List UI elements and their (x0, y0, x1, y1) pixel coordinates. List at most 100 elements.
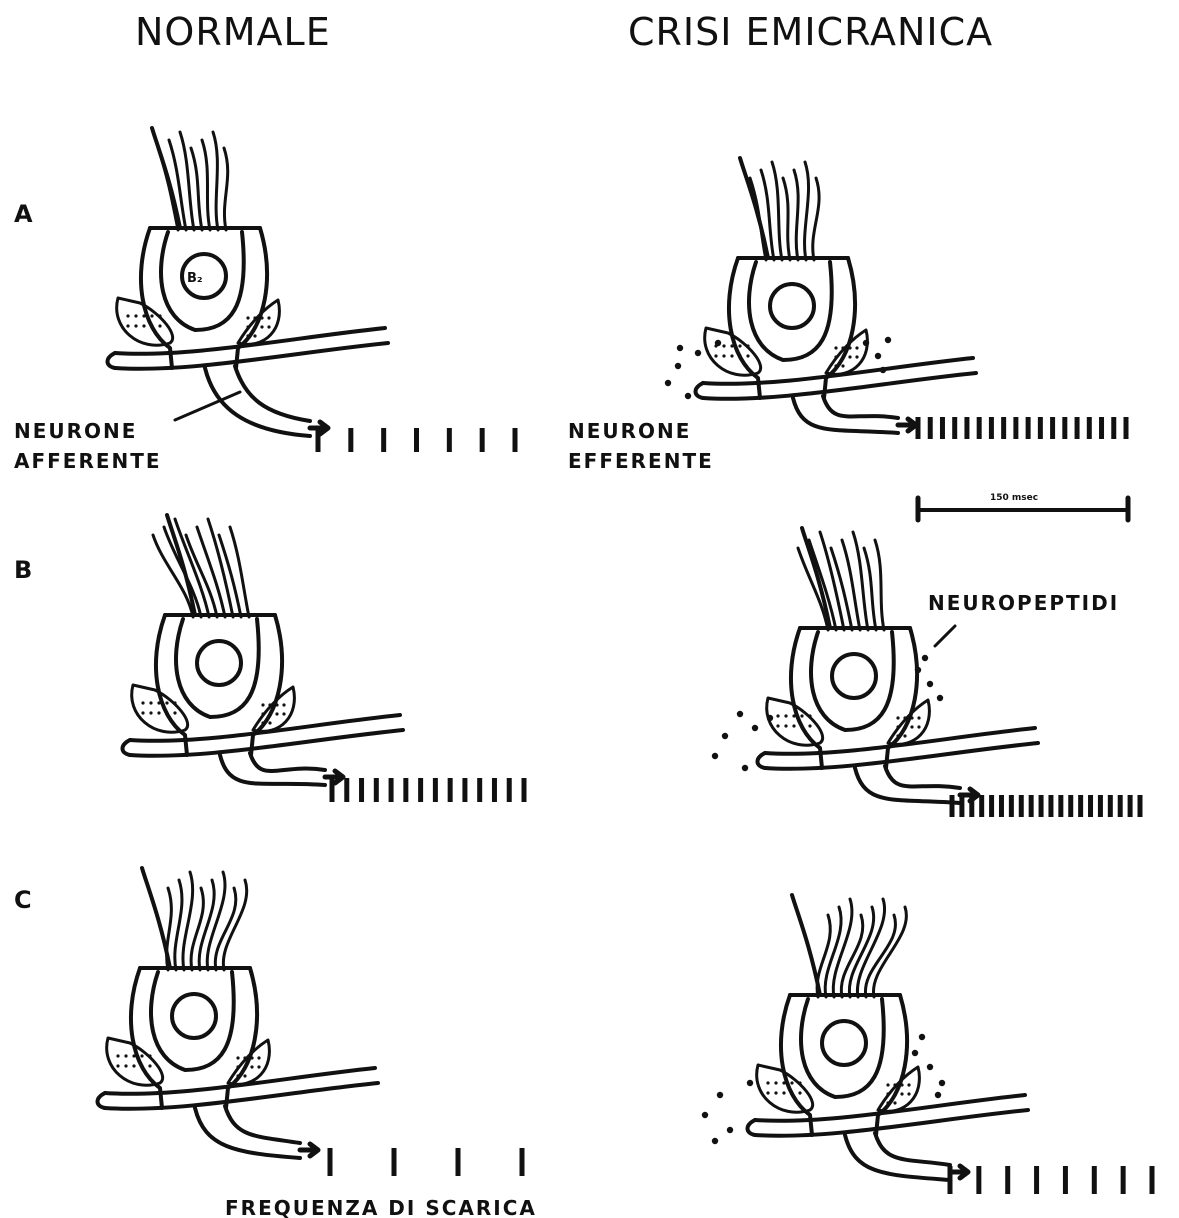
kinocilium (142, 868, 170, 968)
hair-cell-a-normal (108, 128, 389, 436)
spike (959, 795, 964, 817)
neuropeptide-particle (863, 340, 869, 346)
scale-bar: 150 msec (918, 493, 1128, 520)
spike (916, 417, 921, 439)
stereocilia-bundle (153, 515, 249, 617)
spike (330, 778, 335, 802)
spike (344, 778, 349, 802)
hair-cell-body (801, 999, 884, 1097)
afferent-label-line1: NEURONE (14, 419, 137, 443)
efferent-fiber-end (696, 383, 704, 398)
stereocilium (805, 162, 809, 260)
spike-train-a-normal (316, 428, 518, 452)
neuropeptide-particle (737, 711, 743, 717)
vesicle-dot (808, 724, 811, 727)
spike-train-c-migraine (948, 1166, 1155, 1194)
stereocilia-bundle (152, 128, 228, 230)
vesicle-dot (784, 724, 787, 727)
afferent-fiber-right (235, 366, 310, 421)
neuropeptide-particle (915, 667, 921, 673)
vesicle-dot (261, 703, 264, 706)
nucleus (822, 1021, 866, 1065)
vesicle-dot (848, 346, 851, 349)
neuropeptide-particle (695, 350, 701, 356)
spike (392, 1148, 397, 1176)
vesicle-dot (150, 314, 153, 317)
neuropeptide-particle (912, 1050, 918, 1056)
neuropeptide-particle (937, 695, 943, 701)
vesicle-dot (746, 354, 749, 357)
spike (1118, 795, 1123, 817)
spike (928, 417, 933, 439)
vesicle-dot (124, 1064, 127, 1067)
efferent-fiber-end (123, 740, 131, 755)
spike (1019, 795, 1024, 817)
vesicle-dot (140, 1064, 143, 1067)
vesicle-dot (722, 354, 725, 357)
neuropeptide-particle (880, 367, 886, 373)
afferent-fiber-right (823, 396, 898, 418)
neuropeptide-particle (715, 340, 721, 346)
vesicle-dot (158, 324, 161, 327)
spike (969, 795, 974, 817)
vesicle-dot (124, 1054, 127, 1057)
spike (1121, 1166, 1126, 1194)
hair-cell-a-migraine (665, 158, 976, 433)
efferent-label-line2: EFFERENTE (568, 449, 714, 473)
spike (403, 778, 408, 802)
vesicle-dot (907, 1083, 910, 1086)
vesicle-dot (282, 712, 285, 715)
spike (1034, 1166, 1039, 1194)
vesicle-dot (784, 714, 787, 717)
vesicle-dot (903, 716, 906, 719)
efferent-fiber-end (748, 1120, 756, 1135)
vesicle-dot (746, 344, 749, 347)
spike (480, 428, 485, 452)
spike (1050, 417, 1055, 439)
vesicle-dot (776, 714, 779, 717)
stereocilium (213, 132, 218, 230)
spike (1058, 795, 1063, 817)
spike (513, 428, 518, 452)
spike (359, 778, 364, 802)
spike (989, 417, 994, 439)
spike (477, 778, 482, 802)
stereocilia-bundle (740, 158, 819, 260)
kinocilium (152, 128, 180, 228)
spike (1001, 417, 1006, 439)
vesicle-dot (116, 1064, 119, 1067)
vesicle-dot (834, 364, 837, 367)
spike (447, 428, 452, 452)
spike (999, 795, 1004, 817)
hair-cell-body (749, 262, 832, 360)
vesicle-dot (149, 701, 152, 704)
vesicle-dot (896, 716, 899, 719)
spike (940, 417, 945, 439)
neuropeptides-pointer-line (935, 626, 955, 646)
spike (1068, 795, 1073, 817)
spike (328, 1148, 333, 1176)
neuropeptide-particle (939, 1080, 945, 1086)
vesicle-dot (246, 325, 249, 328)
spike (1111, 417, 1116, 439)
neuropeptide-particle (752, 725, 758, 731)
spike (1092, 1166, 1097, 1194)
vesicle-dot (134, 314, 137, 317)
spike (1039, 795, 1044, 817)
row-label-c: C (14, 886, 32, 914)
vesicle-dot (253, 316, 256, 319)
vesicle-dot (142, 314, 145, 317)
kinocilium (740, 158, 768, 258)
vesicle-dot (900, 1092, 903, 1095)
vesicle-dot (132, 1054, 135, 1057)
vesicle-dot (792, 724, 795, 727)
vesicle-dot (738, 354, 741, 357)
spike (456, 1148, 461, 1176)
vesicle-dot (848, 355, 851, 358)
spike-train-a-migraine (916, 417, 1129, 439)
vesicle-dot (774, 1081, 777, 1084)
spike (1087, 417, 1092, 439)
spike (433, 778, 438, 802)
stereocilium (783, 178, 790, 260)
